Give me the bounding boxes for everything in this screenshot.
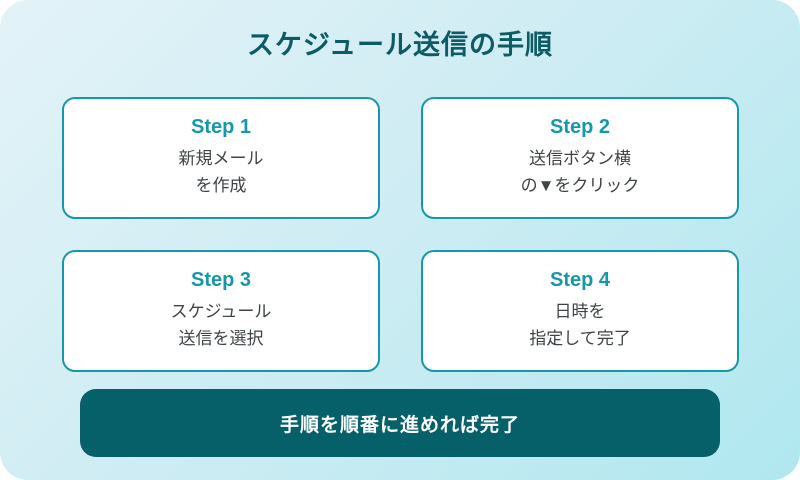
step-card-2: Step 2 送信ボタン横 の▼をクリック: [421, 97, 739, 219]
steps-grid: Step 1 新規メール を作成 Step 2 送信ボタン横 の▼をクリック S…: [62, 97, 739, 372]
step-card-3: Step 3 スケジュール 送信を選択: [62, 250, 380, 372]
step-1-description: 新規メール を作成: [179, 145, 264, 199]
step-2-description: 送信ボタン横 の▼をクリック: [521, 145, 640, 199]
step-card-1: Step 1 新規メール を作成: [62, 97, 380, 219]
step-2-line-2: の▼をクリック: [520, 176, 640, 195]
completion-banner: 手順を順番に進めれば完了: [80, 389, 720, 457]
step-1-label: Step 1: [190, 116, 252, 138]
completion-banner-label: 手順を順番に進めれば完了: [279, 414, 520, 436]
step-3-line-1: スケジュール: [170, 302, 272, 321]
step-3-label: Step 3: [190, 269, 252, 291]
step-2-line-1: 送信ボタン横: [528, 149, 631, 168]
step-3-description: スケジュール 送信を選択: [171, 298, 272, 352]
step-card-4: Step 4 日時を 指定して完了: [421, 250, 739, 372]
step-4-description: 日時を 指定して完了: [529, 298, 631, 352]
step-1-line-2: を作成: [195, 176, 247, 195]
step-1-line-1: 新規メール: [178, 149, 264, 168]
page-title: スケジュール送信の手順: [246, 30, 554, 60]
step-4-line-1: 日時を: [554, 302, 606, 321]
step-4-line-2: 指定して完了: [529, 329, 631, 348]
step-2-label: Step 2: [549, 116, 611, 138]
step-3-line-2: 送信を選択: [178, 329, 264, 348]
step-4-label: Step 4: [549, 269, 611, 291]
